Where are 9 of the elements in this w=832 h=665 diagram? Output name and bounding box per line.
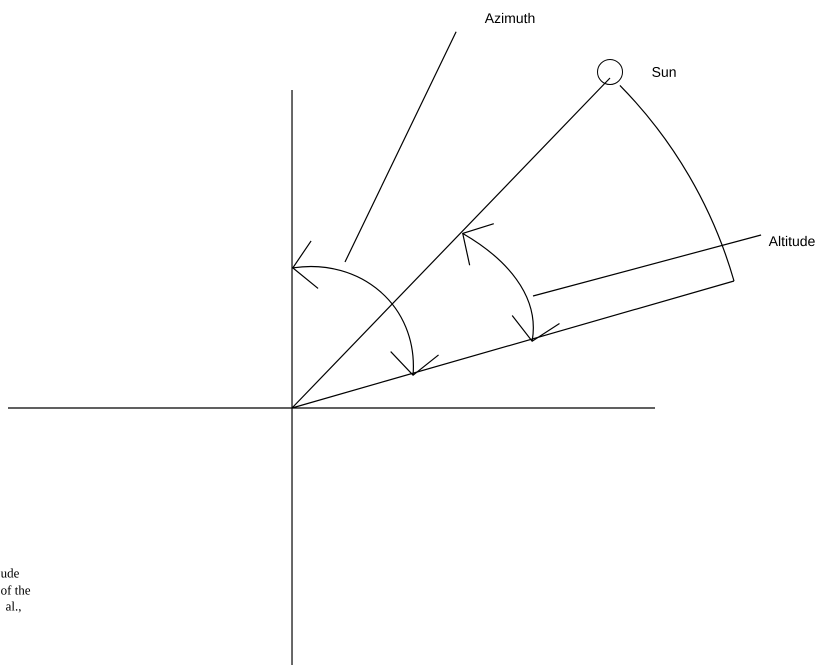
sun-circle (597, 59, 623, 85)
caption-fragment: al., (6, 602, 21, 613)
leader-line (344, 31, 457, 262)
text-label: Azimuth (484, 12, 534, 24)
text-label: Sun (652, 67, 676, 77)
text-label: Altitude (768, 236, 815, 246)
caption-fragment: ude (0, 568, 19, 578)
caption-fragment: of the (1, 585, 30, 595)
leader-line (532, 234, 762, 297)
